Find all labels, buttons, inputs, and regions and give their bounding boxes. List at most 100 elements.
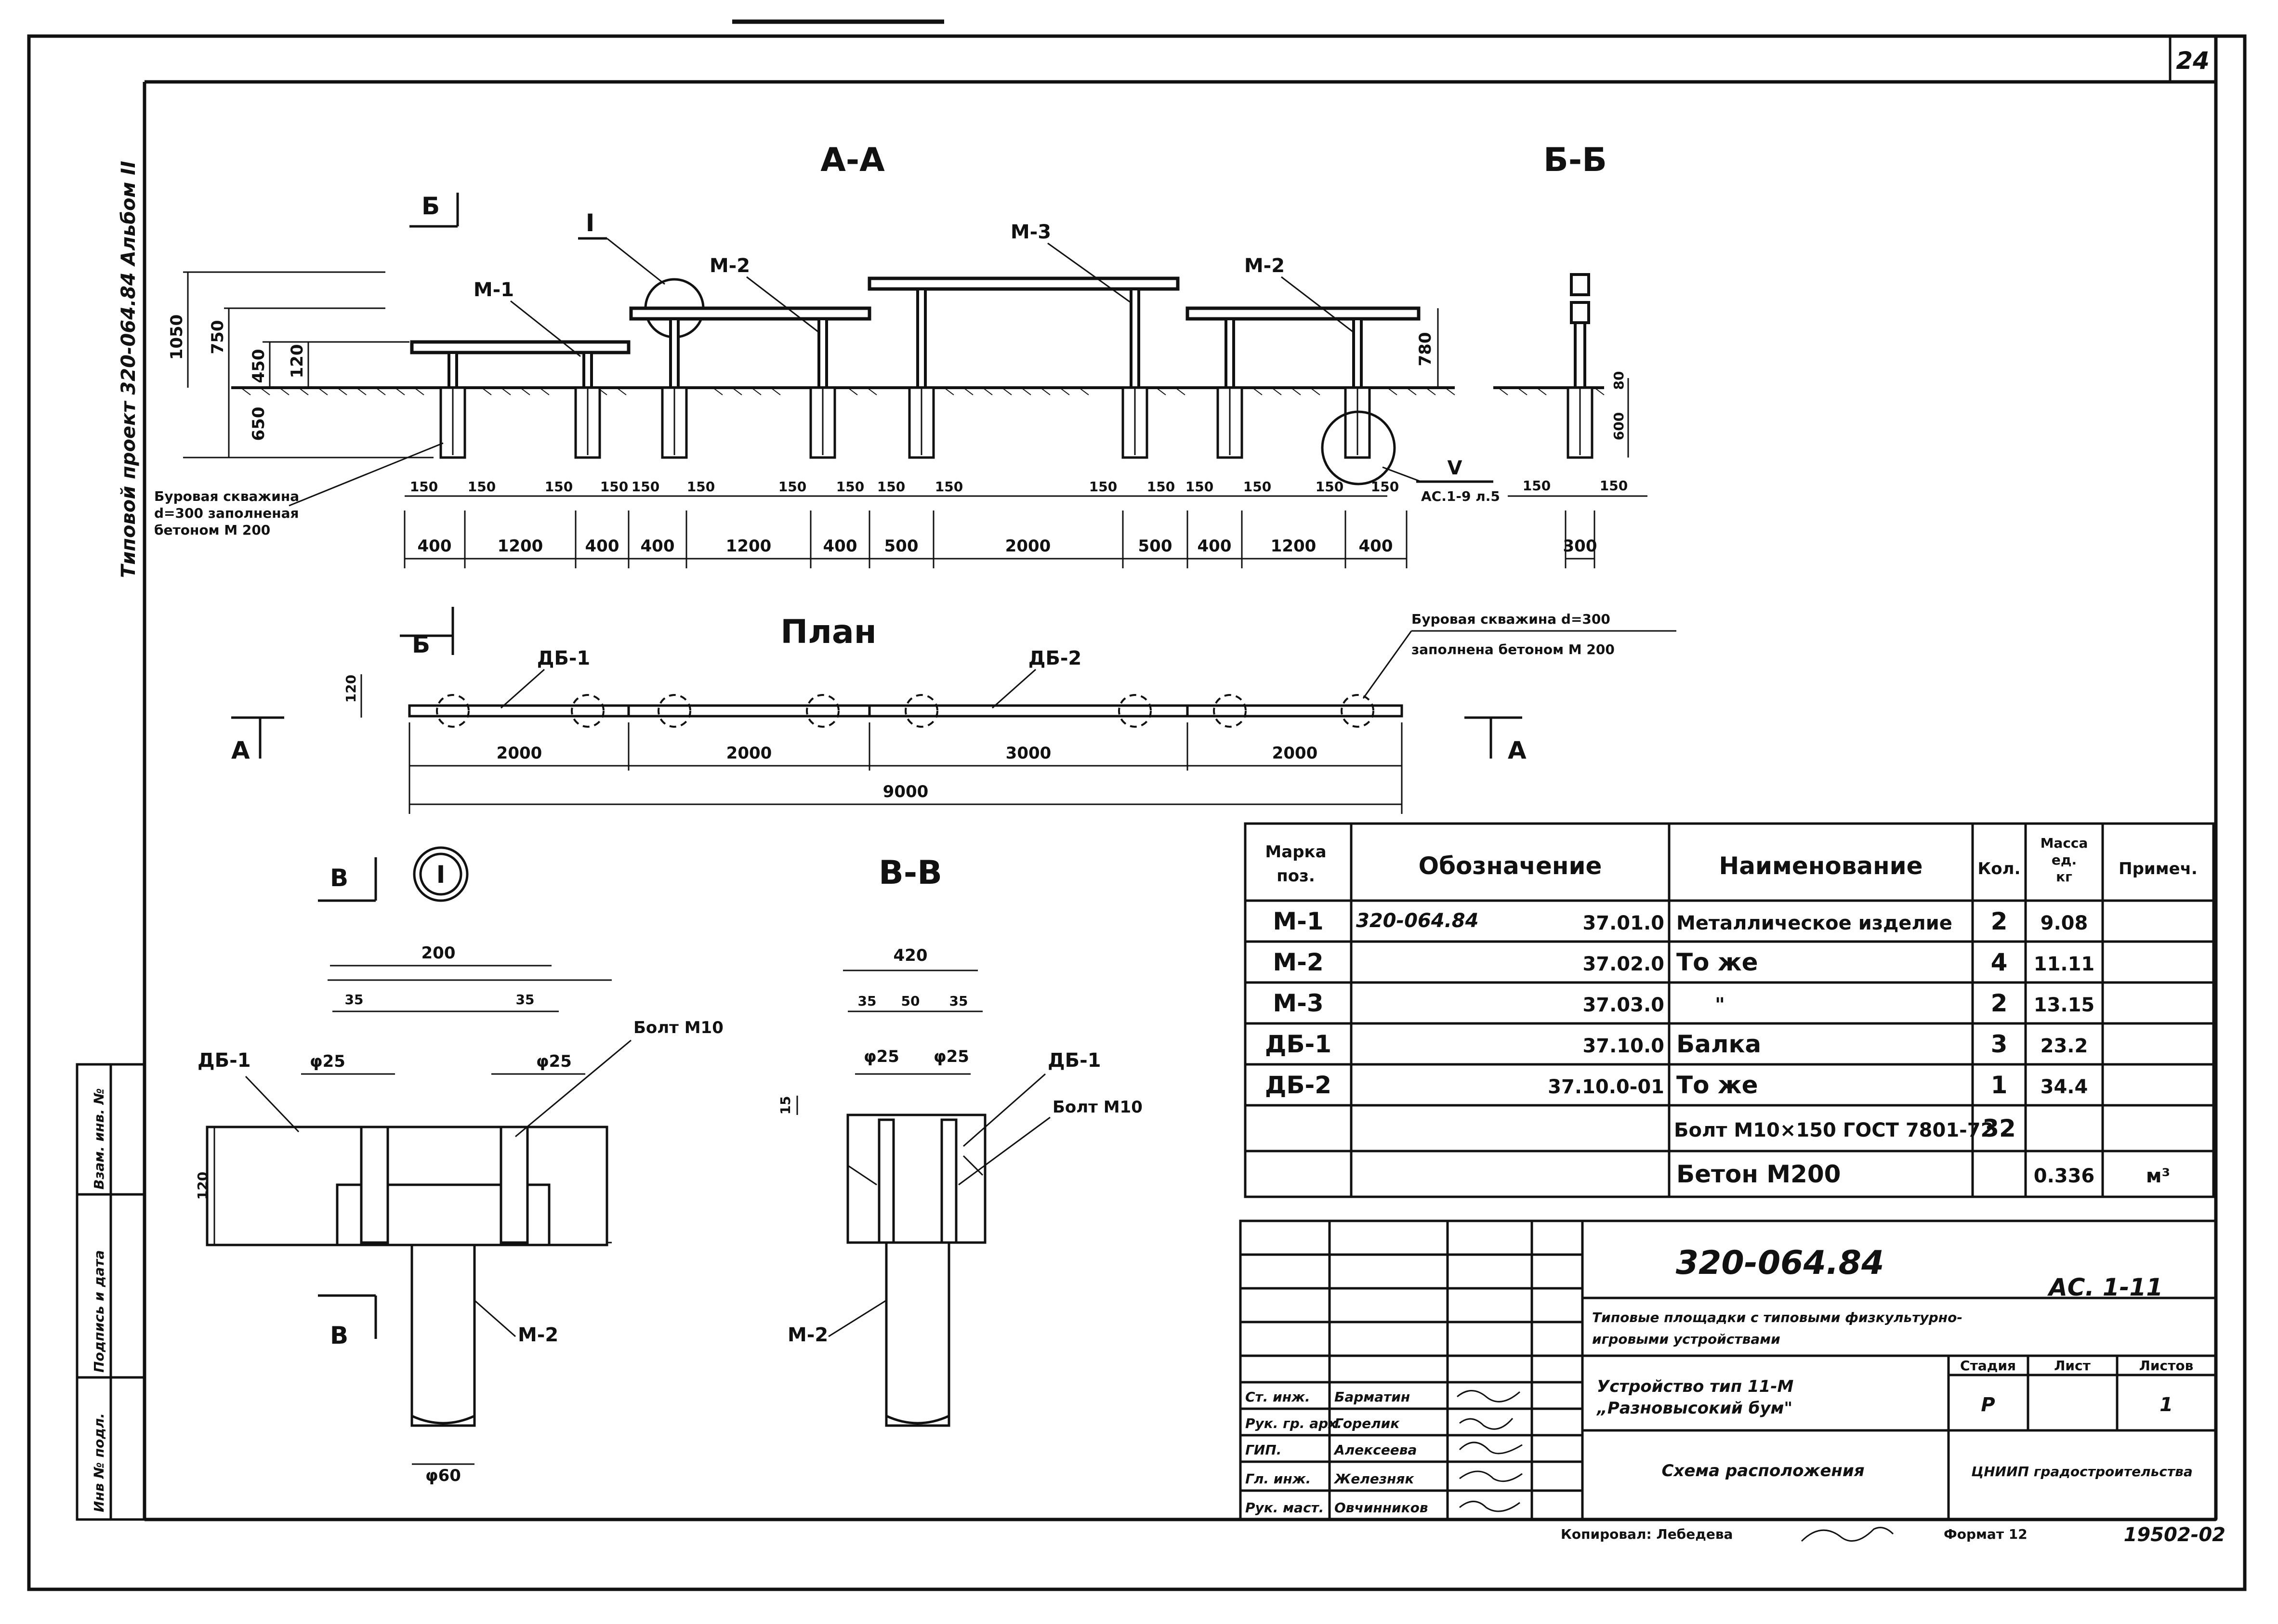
vv-d25-right: φ25 <box>934 1047 969 1066</box>
cell-code: 37.02.0 <box>1582 953 1664 975</box>
cell-kol: 2 <box>1991 989 2008 1017</box>
beam-db1-right <box>1185 306 1421 321</box>
footer-signature <box>1801 1527 1894 1542</box>
dim-span: 400 <box>418 537 452 556</box>
detail-i-dim-120: 120 <box>195 1172 211 1200</box>
th-oboz: Обозначение <box>1419 852 1602 880</box>
tb-sheets-hdr: Листов <box>2139 1358 2194 1374</box>
th-naim: Наименование <box>1719 852 1922 880</box>
dim-height-780: 780 <box>1416 332 1435 367</box>
cell-massa: 23.2 <box>2041 1035 2088 1057</box>
th-marka-1: Марка <box>1265 842 1326 862</box>
th-massa-3: кг <box>2056 869 2072 885</box>
cell-marka: М-1 <box>1273 907 1323 935</box>
left-stamp: Инв № подл. Подпись и дата Взам. инв. № <box>76 1063 146 1521</box>
plan-width-dim: 120 <box>343 675 359 703</box>
post <box>817 317 828 389</box>
cell-marka: М-2 <box>1273 948 1323 976</box>
footer: Копировал: Лебедева Формат 12 19502-02 <box>1561 1524 2225 1546</box>
th-massa-2: ед. <box>2052 852 2077 868</box>
detail-i-dim-35-right: 35 <box>516 992 535 1008</box>
bb-post <box>1574 321 1586 389</box>
post <box>1352 317 1363 389</box>
tb-project-line1: Типовые площадки с типовыми физкультурно… <box>1592 1310 1962 1325</box>
dim-150: 150 <box>1243 479 1271 495</box>
cell-naim: Бетон М200 <box>1676 1160 1841 1188</box>
footer-format: Формат 12 <box>1944 1526 2028 1542</box>
detail-i-section-v-top: В <box>330 864 348 892</box>
section-vv: В-В 420 35 50 35 φ25 φ25 15 ДБ-1 Болт М1… <box>777 854 1143 1427</box>
bb-dim-150-right: 150 <box>1600 478 1628 494</box>
cell-kol: 32 <box>1982 1114 2016 1142</box>
beam-db1-left <box>410 340 631 354</box>
dim-span: 1200 <box>498 537 543 556</box>
cell-kol: 1 <box>1991 1071 2008 1099</box>
plan-label-db1: ДБ-1 <box>537 647 591 669</box>
callout-i-mark: I <box>586 209 595 237</box>
dim-150: 150 <box>1316 479 1343 495</box>
mark-m3: М-3 <box>1011 221 1051 243</box>
detail-i-pipe <box>410 1244 476 1427</box>
callout-v-circle <box>1321 410 1396 485</box>
vv-dim-35-left: 35 <box>858 993 877 1009</box>
signer-name: Железняк <box>1333 1471 1414 1487</box>
cell-massa: 11.11 <box>2034 953 2095 975</box>
cell-massa: 0.336 <box>2034 1165 2095 1187</box>
vv-dim-420: 420 <box>894 946 928 965</box>
signer-role: Ст. инж. <box>1245 1389 1310 1405</box>
detail-i-callout-circle <box>413 846 469 902</box>
plan-view: План Б А А 120 ДБ-1 ДБ-2 Буровая с <box>231 607 1676 814</box>
dim-span: 400 <box>1359 537 1393 556</box>
tb-code: 320-064.84 <box>1676 1244 1884 1282</box>
title-block: 320-064.84 АС. 1-11 Типовые площадки с т… <box>1239 1219 2217 1521</box>
dim-span: 1200 <box>1271 537 1317 556</box>
plan-label-db2: ДБ-2 <box>1028 647 1082 669</box>
page-number: 24 <box>2176 47 2210 75</box>
signer-name: Барматин <box>1334 1389 1410 1405</box>
detail-i: В В I 200 35 35 φ25 φ25 120 φ60 ДБ-1 <box>195 846 724 1485</box>
spec-table: Марка поз. Обозначение Наименование Кол.… <box>1244 822 2215 1198</box>
dim-height-1050: 1050 <box>167 314 186 360</box>
signer-role: Гл. инж. <box>1245 1471 1311 1487</box>
detail-i-section-v-bottom: В <box>330 1322 348 1349</box>
signature-scribbles <box>1457 1390 1523 1512</box>
bb-beam-mid <box>1570 301 1590 324</box>
cell-naim: Болт М10×150 ГОСТ 7801-72 <box>1674 1119 1994 1141</box>
post <box>669 317 680 389</box>
vv-dim-15: 15 <box>777 1096 793 1115</box>
vv-dim-35-right: 35 <box>949 993 968 1009</box>
plan-note-line2: заполнена бетоном М 200 <box>1411 642 1615 657</box>
section-aa: А-А Б I <box>154 141 1500 568</box>
plan-dim: 2000 <box>1272 744 1318 763</box>
dim-span: 400 <box>823 537 857 556</box>
tb-org: ЦНИИП градостроительства <box>1971 1464 2192 1480</box>
dim-150: 150 <box>687 479 715 495</box>
plan-total-dim: 9000 <box>883 782 929 801</box>
plan-dim: 2000 <box>497 744 542 763</box>
bb-dim-150-left: 150 <box>1523 478 1551 494</box>
section-b-mark: Б <box>421 192 440 220</box>
vv-dim-50: 50 <box>901 993 920 1009</box>
footer-copied: Копировал: Лебедева <box>1561 1526 1733 1542</box>
tb-sheet-hdr: Лист <box>2054 1358 2091 1374</box>
th-marka-2: поз. <box>1277 866 1315 886</box>
cell-naim: " <box>1715 994 1725 1016</box>
cell-kol: 2 <box>1991 907 2008 935</box>
cell-marka: ДБ-1 <box>1265 1030 1331 1058</box>
stamp-vzam-inv: Взам. инв. № <box>91 1088 107 1190</box>
th-kol: Кол. <box>1978 859 2021 878</box>
dim-height-750: 750 <box>208 320 227 354</box>
dim-span: 1200 <box>726 537 772 556</box>
plan-note-line1: Буровая скважина d=300 <box>1411 611 1610 627</box>
beam-db2 <box>868 276 1180 291</box>
bb-beam-top <box>1570 273 1590 296</box>
plan-boreholes <box>436 694 1374 728</box>
cell-marka: ДБ-2 <box>1265 1071 1331 1099</box>
detail-i-label-m2: М-2 <box>518 1324 558 1346</box>
dim-150: 150 <box>1089 479 1117 495</box>
mark-m2a: М-2 <box>710 255 750 277</box>
borehole-note-line1: Буровая скважина <box>154 488 299 504</box>
tb-stage-hdr: Стадия <box>1960 1358 2016 1374</box>
signer-name: Горелик <box>1334 1415 1400 1431</box>
tb-stage: Р <box>1981 1394 1995 1416</box>
